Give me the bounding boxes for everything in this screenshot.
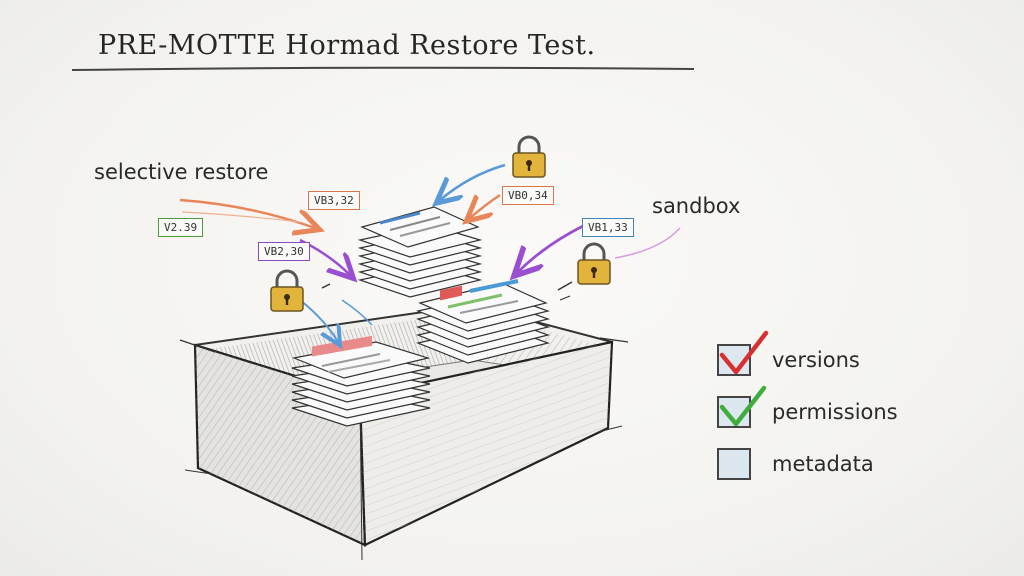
document-stack-icon (291, 335, 431, 427)
lock-icon (270, 269, 304, 312)
lock-icon (512, 135, 546, 178)
title-underline (71, 66, 695, 71)
arrow-icon (299, 299, 338, 342)
checklist-label-metadata: metadata (772, 452, 874, 476)
version-tag: VB0,34 (502, 186, 554, 205)
arrow-icon (179, 198, 315, 228)
version-tag: V2.39 (158, 218, 204, 237)
arrow-icon (470, 193, 501, 218)
checkbox-icon (717, 448, 751, 480)
arrow-icon (440, 163, 506, 200)
checkbox-icon (717, 385, 767, 428)
arrow-icon (181, 211, 301, 223)
checkbox-icon (717, 330, 769, 376)
document-stack-icon (357, 206, 483, 298)
arrow-icon (614, 227, 681, 259)
arrow-icon (518, 223, 586, 272)
lock-icon (577, 242, 611, 285)
checklist-label-versions: versions (772, 348, 860, 372)
version-tag: VB2,30 (258, 242, 310, 261)
version-tag: VB1,33 (582, 218, 634, 237)
arrow-icon (341, 299, 373, 326)
diagram-title: PRE-MOTTE Hormad Restore Test. (98, 30, 596, 61)
selective-restore-label: selective restore (94, 160, 269, 184)
version-tag: VB3,32 (308, 191, 360, 210)
document-stack-icon (415, 279, 551, 364)
checklist-label-permissions: permissions (772, 400, 898, 424)
open-box-icon (179, 303, 629, 561)
sandbox-label: sandbox (652, 194, 741, 218)
